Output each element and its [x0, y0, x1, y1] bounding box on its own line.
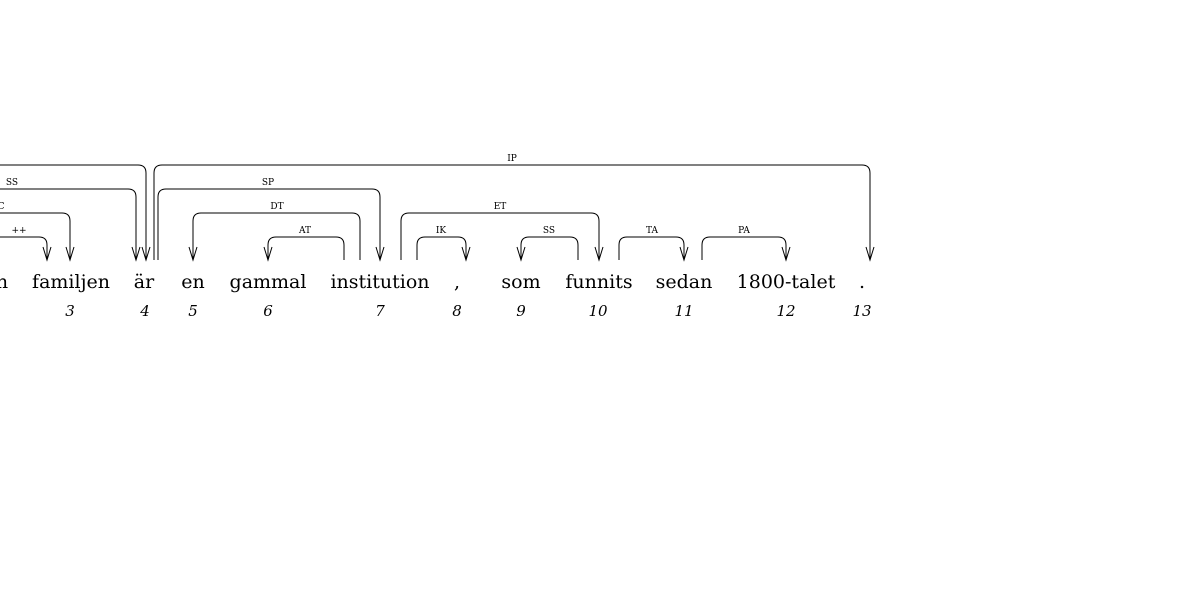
arc-ta-11: TA	[618, 226, 689, 262]
token-index-12: 12	[776, 302, 795, 320]
arc-ik-9: IK	[416, 226, 471, 262]
token-5: en	[181, 271, 204, 293]
arc-label: SP	[262, 178, 274, 188]
token-index-9: 9	[516, 302, 526, 320]
arc-ss-2: SS	[0, 178, 141, 262]
token-index-3: 3	[65, 302, 75, 320]
arrowhead-icon	[42, 246, 52, 262]
arrowhead-icon	[679, 246, 689, 262]
arrowhead-icon	[141, 246, 151, 262]
arrowhead-icon	[516, 246, 526, 262]
arc-line	[0, 236, 48, 260]
arrowhead-icon	[131, 246, 141, 262]
token-index-7: 7	[375, 302, 385, 320]
arc-dt-6: DT	[188, 202, 361, 262]
arc-line	[520, 236, 579, 260]
arc-unlabeled-3	[0, 164, 151, 262]
arc-line	[157, 188, 381, 260]
arc-label: AT	[298, 226, 311, 236]
token-index-13: 13	[852, 302, 871, 320]
token-11: sedan	[656, 271, 713, 293]
arc-label: SS	[6, 178, 18, 188]
token-12: 1800-talet	[737, 271, 836, 293]
arc-plusplus-0: ++	[0, 226, 52, 262]
arc-ip-4: IP	[153, 154, 875, 262]
token-9: som	[501, 271, 540, 293]
token-7: institution	[330, 271, 429, 293]
arrowhead-icon	[375, 246, 385, 262]
arc-line	[267, 236, 345, 260]
arc-label: PA	[738, 226, 750, 236]
arc-ss-10: SS	[516, 226, 579, 262]
token-index-8: 8	[452, 302, 462, 320]
arc-line	[192, 212, 361, 260]
arc-pa-12: PA	[701, 226, 791, 262]
arc-label: TA	[646, 226, 659, 236]
arcs-layer: ++ C SS IP SP DT AT ET IK SS TA PA	[0, 154, 875, 262]
arc-line	[0, 188, 137, 260]
token-index-10: 10	[588, 302, 608, 320]
token-index-6: 6	[263, 302, 273, 320]
token-index-5: 5	[188, 302, 198, 320]
arc-label: DT	[270, 202, 283, 212]
token-6: gammal	[230, 271, 307, 293]
arc-c-1: C	[0, 202, 75, 262]
arc-label: ++	[11, 226, 26, 236]
arc-line	[618, 236, 685, 260]
token-13: .	[859, 271, 865, 293]
token-4: är	[134, 271, 155, 293]
token-10: funnits	[565, 271, 632, 293]
arrowhead-icon	[461, 246, 471, 262]
arc-label: IP	[507, 154, 517, 164]
arc-line	[701, 236, 787, 260]
arc-line	[0, 164, 147, 260]
arc-sp-5: SP	[157, 178, 385, 262]
token-8: ,	[454, 271, 460, 293]
arc-line	[400, 212, 600, 260]
token-index-11: 11	[674, 302, 693, 320]
arc-label: ET	[494, 202, 507, 212]
arc-label: IK	[436, 226, 447, 236]
arc-label: C	[0, 202, 5, 212]
token-index-4: 4	[139, 302, 150, 320]
arrowhead-icon	[594, 246, 604, 262]
token-3: familjen	[32, 271, 110, 293]
arc-et-8: ET	[400, 202, 604, 262]
arrowhead-icon	[188, 246, 198, 262]
arc-label: SS	[543, 226, 555, 236]
arrowhead-icon	[865, 246, 875, 262]
tokens-layer: n familjen 3 är 4 en 5 gammal 6 institution 7, 8 som…	[0, 271, 872, 320]
arc-line	[416, 236, 467, 260]
arc-line	[0, 212, 71, 260]
token-0: n	[0, 271, 8, 293]
arrowhead-icon	[781, 246, 791, 262]
arc-at-7: AT	[263, 226, 345, 262]
arc-line	[153, 164, 871, 260]
arrowhead-icon	[263, 246, 273, 262]
arrowhead-icon	[65, 246, 75, 262]
